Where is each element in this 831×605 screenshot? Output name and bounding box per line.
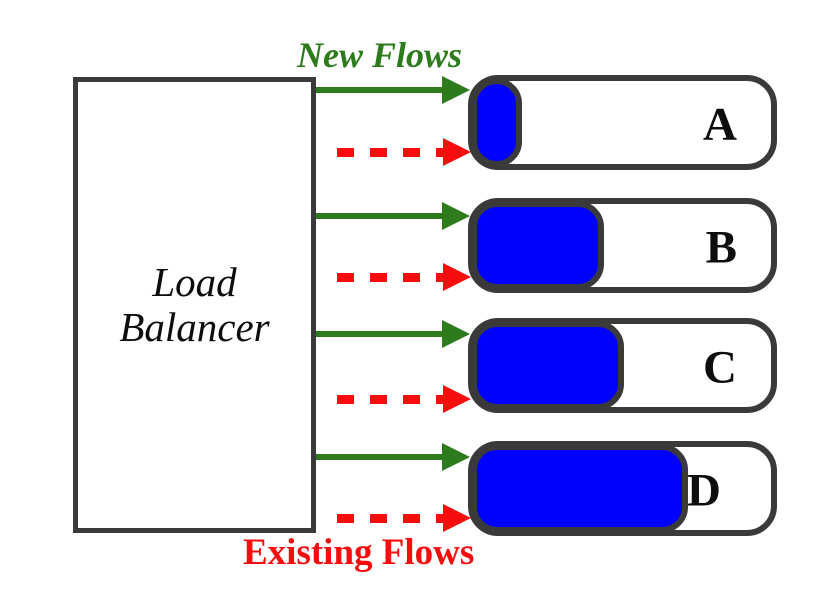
server-b: B	[468, 198, 777, 293]
arrow-shaft	[316, 213, 442, 219]
load-balancer-box: Load Balancer	[73, 77, 316, 533]
arrow-shaft	[316, 331, 442, 337]
arrowhead-right-icon	[442, 443, 470, 471]
arrow-shaft-dashed	[337, 272, 443, 282]
load-balancer-label-line2: Balancer	[119, 304, 270, 350]
new-flow-arrow-d	[316, 443, 470, 471]
server-d-load-fill	[471, 444, 688, 533]
server-a: A	[468, 75, 777, 170]
arrow-shaft-dashed	[337, 394, 443, 404]
new-flow-arrow-c	[316, 320, 470, 348]
arrowhead-right-icon	[442, 202, 470, 230]
server-a-label: A	[703, 97, 737, 150]
server-c: C	[468, 318, 777, 413]
arrowhead-right-icon	[442, 320, 470, 348]
arrow-shaft	[316, 87, 442, 93]
load-balancer-label-line1: Load	[152, 259, 237, 305]
existing-flow-arrow-d	[337, 504, 471, 532]
server-b-load-fill	[471, 201, 604, 290]
arrowhead-right-icon	[443, 138, 471, 166]
new-flows-label: New Flows	[297, 35, 463, 75]
existing-flows-label: Existing Flows	[243, 532, 475, 573]
arrow-shaft-dashed	[337, 513, 443, 523]
new-flow-arrow-a	[316, 76, 470, 104]
new-flow-arrow-b	[316, 202, 470, 230]
server-d: D	[468, 441, 777, 536]
server-a-load-fill	[471, 78, 522, 167]
existing-flow-arrow-a	[337, 138, 471, 166]
server-c-load-fill	[471, 321, 624, 410]
server-b-label: B	[705, 220, 737, 273]
arrowhead-right-icon	[443, 263, 471, 291]
arrowhead-right-icon	[443, 385, 471, 413]
existing-flow-arrow-c	[337, 385, 471, 413]
arrowhead-right-icon	[442, 76, 470, 104]
server-c-label: C	[703, 340, 737, 393]
arrow-shaft	[316, 454, 442, 460]
existing-flow-arrow-b	[337, 263, 471, 291]
server-d-label: D	[687, 463, 721, 516]
arrow-shaft-dashed	[337, 147, 443, 157]
arrowhead-right-icon	[443, 504, 471, 532]
